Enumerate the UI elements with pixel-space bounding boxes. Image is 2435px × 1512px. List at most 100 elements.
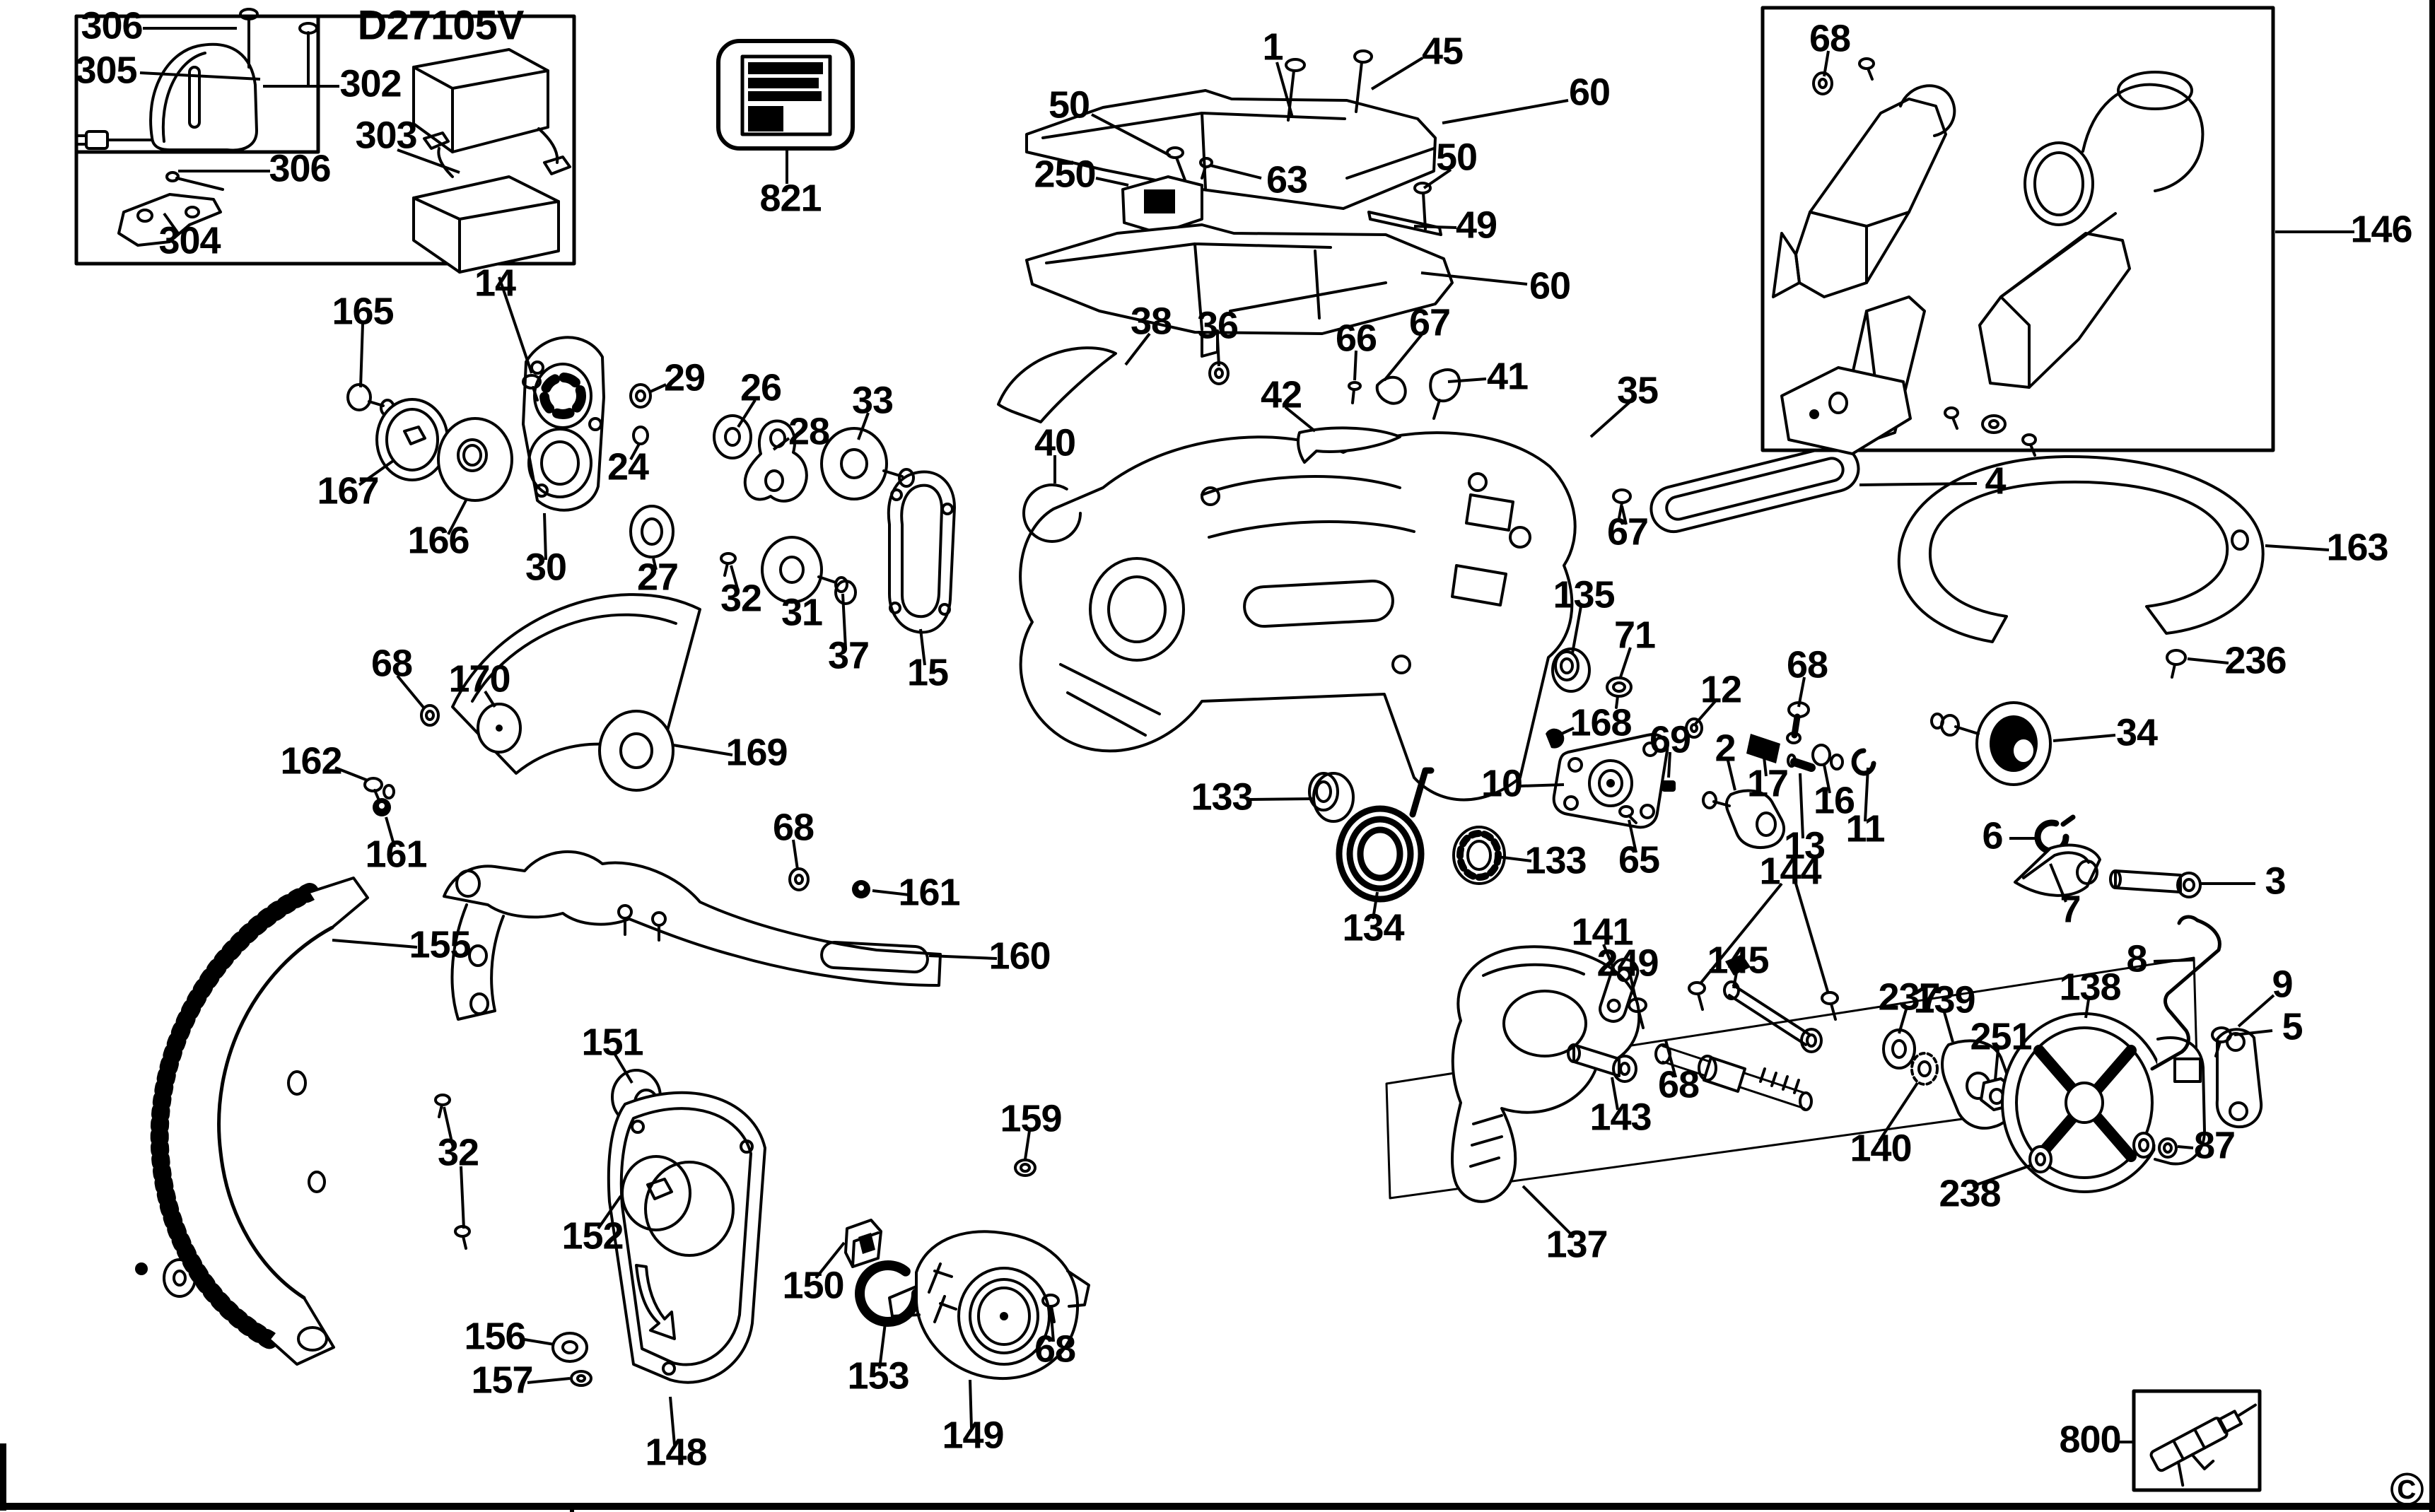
leader-line <box>629 443 641 460</box>
leader-line <box>1423 168 1452 189</box>
part-label-40-25: 40 <box>1034 421 1075 464</box>
part-label-24-72: 24 <box>607 445 649 488</box>
leader-line <box>672 744 733 756</box>
part-label-800-103: 800 <box>2059 1418 2120 1460</box>
leader-line <box>1628 819 1637 853</box>
leader-line <box>1383 332 1424 382</box>
leader-line <box>919 628 926 666</box>
leader-line <box>460 1166 465 1229</box>
part-label-145-56: 145 <box>1707 939 1768 981</box>
leader-line <box>334 766 368 782</box>
leader-line <box>498 276 533 374</box>
leader-line <box>772 437 790 451</box>
part-label-69-36: 69 <box>1649 718 1691 761</box>
part-label-c-104: © <box>2390 1463 2424 1512</box>
leader-line <box>841 593 847 649</box>
part-label-159-99: 159 <box>1000 1097 1061 1139</box>
leader-line <box>2049 863 2067 903</box>
leader-line <box>1972 1164 2033 1188</box>
leader-line <box>2187 657 2229 664</box>
part-label-15-80: 15 <box>907 651 948 693</box>
part-label-8-51: 8 <box>2126 937 2147 980</box>
leader-line <box>332 939 418 949</box>
leader-line <box>2084 999 2090 1019</box>
part-label-68-81: 68 <box>371 642 412 684</box>
part-label-138-59: 138 <box>2059 966 2120 1008</box>
leader-line <box>1420 271 1528 286</box>
leader-line <box>527 1377 571 1384</box>
part-label-67-21: 67 <box>1409 301 1450 344</box>
leader-line <box>1589 400 1632 438</box>
part-label-65-42: 65 <box>1618 838 1659 881</box>
part-label-32-90: 32 <box>438 1131 479 1173</box>
leader-line <box>1762 750 1768 777</box>
part-label-68-34: 68 <box>1787 643 1828 686</box>
part-label-16-39: 16 <box>1814 779 1855 821</box>
leader-line <box>1794 883 1830 995</box>
leader-line <box>597 1195 622 1230</box>
part-label-26-69: 26 <box>740 366 781 409</box>
part-label-237-57: 237 <box>1878 975 1939 1018</box>
part-label-35-24: 35 <box>1617 369 1658 411</box>
part-label-36-19: 36 <box>1197 304 1238 346</box>
inset-box-laser <box>74 8 576 274</box>
part-label-37-79: 37 <box>828 634 869 676</box>
leader-line <box>814 1241 846 1279</box>
part-label-45-10: 45 <box>1422 30 1463 72</box>
leader-line <box>139 71 261 81</box>
part-label-249-55: 249 <box>1596 942 1658 984</box>
part-label-141-54: 141 <box>1571 910 1633 953</box>
leader-line <box>1898 1009 1908 1034</box>
leader-line <box>1700 882 1783 984</box>
leader-line <box>484 690 496 708</box>
part-label-156-97: 156 <box>464 1315 525 1357</box>
part-label-169-83: 169 <box>725 731 787 773</box>
leader-line <box>1859 482 1978 486</box>
part-label-167-73: 167 <box>317 469 378 512</box>
leader-line <box>1864 767 1869 822</box>
part-label-140-63: 140 <box>1850 1127 1911 1169</box>
leader-line <box>872 889 910 896</box>
part-label-60-17: 60 <box>1529 264 1570 307</box>
leader-line <box>543 512 547 561</box>
part-label-304-5: 304 <box>158 219 221 262</box>
leader-line <box>2265 544 2330 551</box>
leader-line <box>1823 764 1831 794</box>
leader-line <box>1797 676 1806 708</box>
inset-box-chute <box>1760 6 2275 457</box>
leader-line <box>1284 406 1316 433</box>
leader-line <box>1732 972 1738 989</box>
leader-line <box>792 599 799 606</box>
leader-line <box>1353 350 1357 381</box>
part-label-27-76: 27 <box>637 556 678 598</box>
part-label-9-52: 9 <box>2272 963 2292 1005</box>
leader-line <box>737 399 757 428</box>
leader-line <box>1210 164 1262 180</box>
part-label-50-12: 50 <box>1049 83 1090 126</box>
part-label-7-49: 7 <box>2060 888 2080 930</box>
leader-line <box>1878 1082 1919 1142</box>
part-label-4-27: 4 <box>1985 459 2006 502</box>
latch-linkage <box>2014 814 2263 1129</box>
carry-handle-group <box>1649 444 2265 786</box>
leader-line <box>396 674 426 710</box>
leader-line <box>163 212 180 235</box>
leader-line <box>2177 1145 2194 1149</box>
part-label-5-53: 5 <box>2282 1005 2302 1048</box>
part-label-162-84: 162 <box>280 739 341 782</box>
part-label-135-31: 135 <box>1553 573 1614 616</box>
leader-line <box>1447 377 1487 383</box>
leader-line <box>1994 1048 1999 1081</box>
leader-line <box>1522 1185 1575 1238</box>
leader-line <box>1555 727 1575 738</box>
part-label-42-23: 42 <box>1261 373 1302 416</box>
leader-line <box>1602 944 1618 976</box>
leader-line <box>1621 505 1628 525</box>
part-label-155-89: 155 <box>409 923 470 966</box>
leader-line <box>969 1379 973 1429</box>
leader-line <box>1571 606 1582 654</box>
leader-lines <box>139 27 2354 1446</box>
